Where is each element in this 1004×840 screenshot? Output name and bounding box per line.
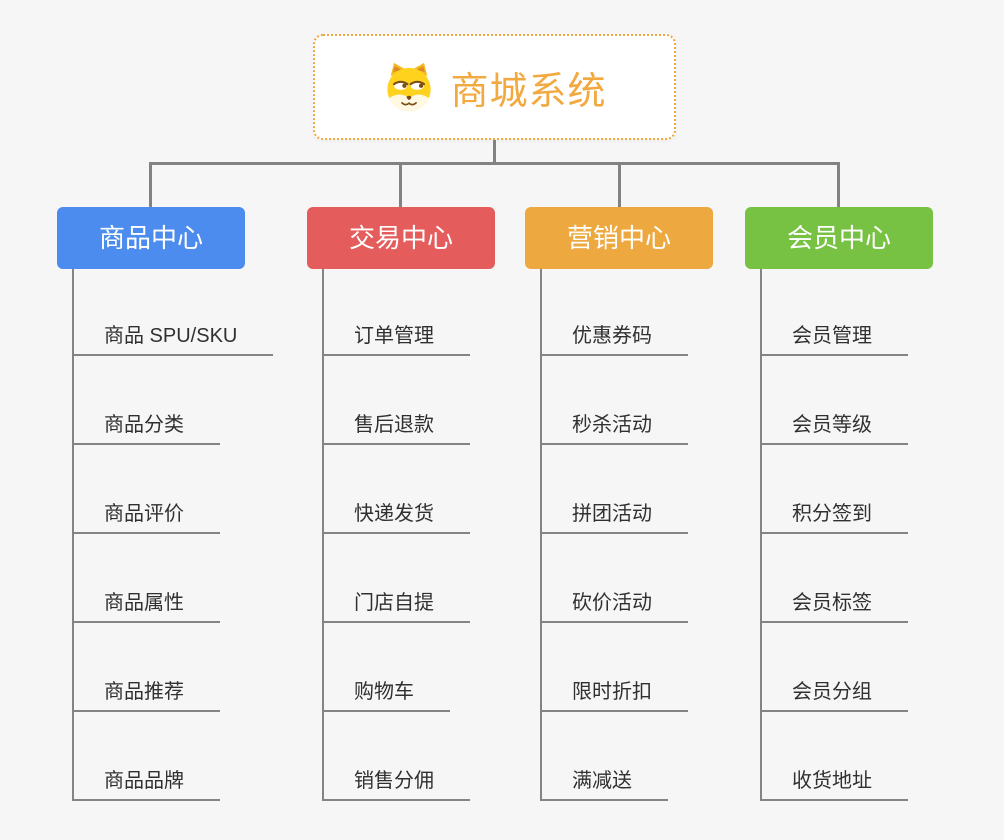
branch-trunk-line: [540, 269, 542, 801]
leaf-node[interactable]: 售后退款: [322, 411, 470, 445]
leaf-node[interactable]: 收货地址: [760, 767, 908, 801]
branch-column-trade: 交易中心 订单管理 售后退款 快递发货 门店自提 购物车 销售分佣: [307, 0, 567, 840]
leaf-node[interactable]: 门店自提: [322, 589, 470, 623]
branch-node-product[interactable]: 商品中心: [57, 207, 245, 269]
leaf-node[interactable]: 限时折扣: [540, 678, 688, 712]
leaf-node[interactable]: 优惠券码: [540, 322, 688, 356]
dog-face-icon: [387, 62, 432, 112]
leaf-node[interactable]: 会员等级: [760, 411, 908, 445]
leaf-node[interactable]: 秒杀活动: [540, 411, 688, 445]
leaf-node[interactable]: 购物车: [322, 678, 450, 712]
branch-trunk-line: [322, 269, 324, 801]
leaf-node[interactable]: 快递发货: [322, 500, 470, 534]
leaf-node[interactable]: 订单管理: [322, 322, 470, 356]
leaf-node[interactable]: 销售分佣: [322, 767, 470, 801]
root-node-label: 商城系统: [450, 70, 607, 113]
leaf-node[interactable]: 商品品牌: [72, 767, 220, 801]
connector-drop-trade: [399, 163, 402, 208]
branch-column-marketing: 营销中心 优惠券码 秒杀活动 拼团活动 砍价活动 限时折扣 满减送: [525, 0, 785, 840]
leaf-node[interactable]: 拼团活动: [540, 500, 688, 534]
connector-drop-marketing: [618, 163, 621, 208]
leaf-node[interactable]: 会员标签: [760, 589, 908, 623]
leaf-node[interactable]: 商品分类: [72, 411, 220, 445]
leaf-node[interactable]: 会员管理: [760, 322, 908, 356]
branch-node-marketing[interactable]: 营销中心: [525, 207, 713, 269]
leaf-node[interactable]: 商品推荐: [72, 678, 220, 712]
branch-column-product: 商品中心 商品 SPU/SKU 商品分类 商品评价 商品属性 商品推荐 商品品牌: [57, 0, 317, 840]
connector-drop-member: [837, 163, 840, 208]
branch-trunk-line: [760, 269, 762, 801]
connector-root-drop: [493, 140, 496, 165]
leaf-node[interactable]: 砍价活动: [540, 589, 688, 623]
leaf-node[interactable]: 商品 SPU/SKU: [72, 322, 274, 356]
branch-column-member: 会员中心 会员管理 会员等级 积分签到 会员标签 会员分组 收货地址: [745, 0, 1004, 840]
connector-bus-line: [149, 162, 840, 165]
leaf-node[interactable]: 积分签到: [760, 500, 908, 534]
branch-node-trade[interactable]: 交易中心: [307, 207, 495, 269]
leaf-node[interactable]: 满减送: [540, 767, 668, 801]
leaf-node[interactable]: 商品评价: [72, 500, 220, 534]
leaf-node[interactable]: 商品属性: [72, 589, 220, 623]
root-node[interactable]: 商城系统: [313, 34, 676, 140]
branch-trunk-line: [72, 269, 74, 801]
leaf-node[interactable]: 会员分组: [760, 678, 908, 712]
branch-node-member[interactable]: 会员中心: [745, 207, 933, 269]
connector-drop-product: [149, 163, 152, 208]
